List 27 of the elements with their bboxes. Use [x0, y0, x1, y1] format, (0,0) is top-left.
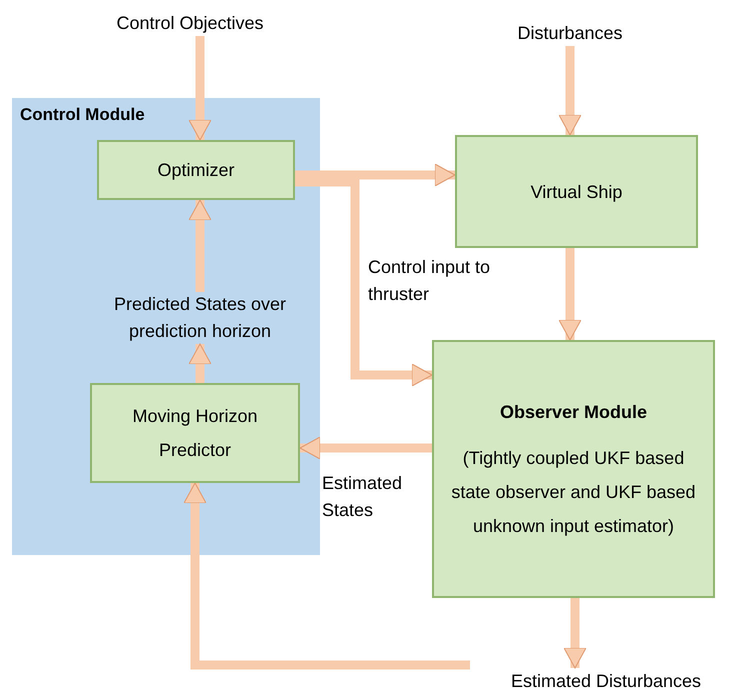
box-label: Virtual Ship: [530, 182, 622, 202]
process-box: [432, 340, 715, 598]
arrow: [558, 46, 582, 136]
box-label: Optimizer: [157, 160, 234, 180]
process-box: [90, 383, 300, 483]
signal-label: Disturbances: [517, 22, 623, 42]
edge-label: Control input to thruster: [368, 257, 490, 304]
arrow: [295, 178, 432, 386]
arrow: [188, 200, 212, 292]
signal-label: Estimated Disturbances: [510, 670, 702, 690]
arrow: [300, 436, 432, 460]
box-label: Moving Horizon Predictor: [132, 406, 258, 460]
box-description: (Tightly coupled UKF based state observer and UKF based unknown input estimator): [451, 448, 696, 536]
arrow: [188, 344, 212, 383]
arrow: [188, 36, 212, 140]
panel-title: Control Module: [20, 105, 145, 124]
arrow: [184, 482, 470, 670]
process-box: [97, 140, 295, 200]
box-label: Observer Module: [500, 402, 648, 422]
process-box: [455, 135, 698, 248]
signal-label: Predicted States over prediction horizon: [114, 294, 286, 341]
arrow: [295, 164, 456, 186]
arrow: [564, 598, 586, 668]
module-panel: [12, 98, 320, 555]
arrow: [558, 248, 582, 340]
signal-label: Control Objectives: [116, 12, 264, 32]
edge-label: Estimated States: [322, 473, 402, 520]
